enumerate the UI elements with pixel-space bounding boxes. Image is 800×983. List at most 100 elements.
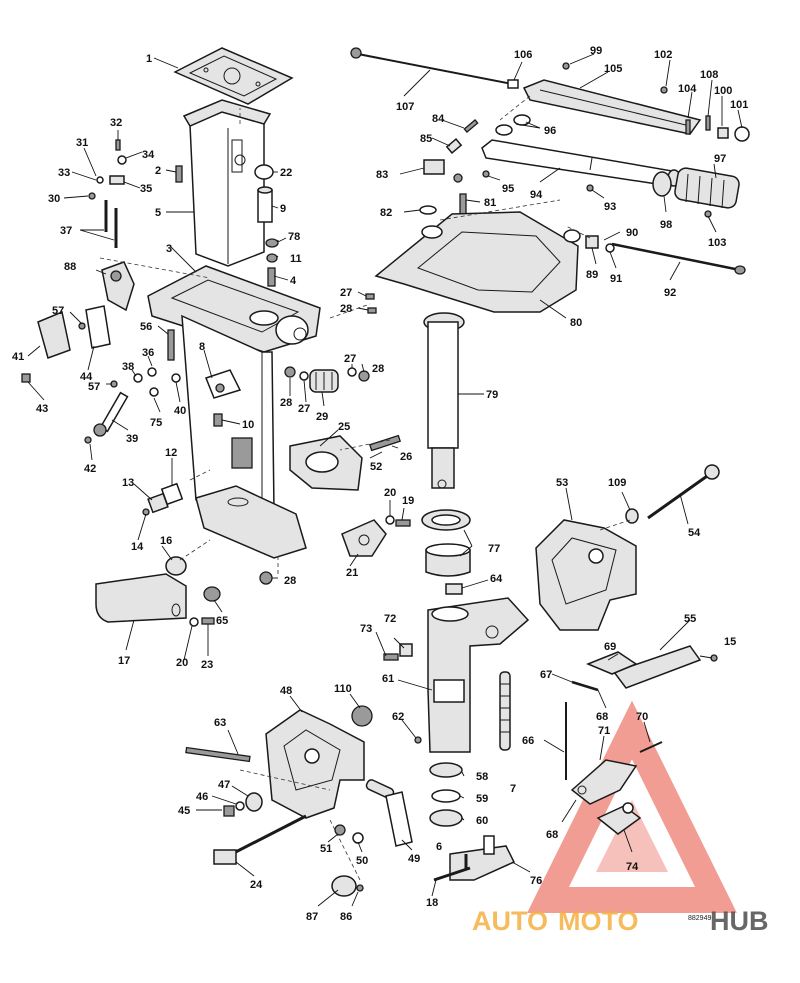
callout-49: 49 <box>408 853 420 865</box>
callout-5: 5 <box>155 207 161 219</box>
callout-53: 53 <box>556 477 568 489</box>
part-40-ring <box>171 373 181 383</box>
part-30-screw <box>88 192 96 200</box>
part-95-screw <box>482 170 490 178</box>
callout-108: 108 <box>700 69 718 81</box>
part-80-swivel-bracket <box>374 211 581 313</box>
part-53-stern-bracket <box>535 519 637 631</box>
callout-40: 40 <box>174 405 186 417</box>
part-47-washer <box>245 792 263 812</box>
callout-104: 104 <box>678 83 697 95</box>
callout-14: 14 <box>131 541 144 553</box>
callout-65: 65 <box>216 615 228 627</box>
part-18-rod <box>433 866 471 882</box>
callout-3: 3 <box>166 243 172 255</box>
callout-23: 23 <box>201 659 213 671</box>
callout-62: 62 <box>392 711 404 723</box>
part-85-spring <box>445 138 463 154</box>
part-93-screw <box>586 184 594 192</box>
part-54-clamp-bolt <box>647 464 720 520</box>
callout-68b: 68 <box>596 711 608 723</box>
callout-83: 83 <box>376 169 388 181</box>
part-97-tiller-grip <box>674 167 740 209</box>
watermark-triangle-inner <box>596 800 668 872</box>
part-42-nut <box>84 436 92 444</box>
part-29-mount <box>309 369 339 393</box>
part-17-cover-plate <box>95 573 187 623</box>
part-4-stud <box>267 267 276 287</box>
part-1-gasket-plate <box>173 47 294 105</box>
callout-15: 15 <box>724 636 736 648</box>
part-83-friction-screw <box>423 159 463 183</box>
part-81-bolt <box>459 193 467 215</box>
callout-52: 52 <box>370 461 382 473</box>
callout-95: 95 <box>502 183 514 195</box>
callout-48: 48 <box>280 685 292 697</box>
part-109-clip <box>625 508 639 524</box>
callout-20b: 20 <box>176 657 188 669</box>
callout-33: 33 <box>58 167 70 179</box>
callout-6: 6 <box>436 841 442 853</box>
callout-68a: 68 <box>546 829 558 841</box>
part-92-tilt-rod <box>611 242 746 275</box>
part-50-washer <box>352 832 364 844</box>
part-79-steering-shaft <box>423 312 465 489</box>
callout-86: 86 <box>340 911 352 923</box>
part-60-bushing <box>429 809 463 827</box>
callout-42: 42 <box>84 463 96 475</box>
callout-56: 56 <box>140 321 152 333</box>
callout-47: 47 <box>218 779 230 791</box>
callout-19: 19 <box>402 495 414 507</box>
diagram-code: 882949 <box>688 915 711 922</box>
callout-60: 60 <box>476 815 488 827</box>
callout-63: 63 <box>214 717 226 729</box>
callout-109: 109 <box>608 477 626 489</box>
part-96-washer-a <box>495 124 513 136</box>
part-77-bushing-set <box>421 509 471 577</box>
callout-58: 58 <box>476 771 488 783</box>
part-69-latch <box>586 651 638 675</box>
part-84-screw <box>463 119 479 133</box>
callout-57a: 57 <box>52 305 64 317</box>
callout-24: 24 <box>250 879 263 891</box>
part-19-screw <box>395 519 411 527</box>
part-51-nut <box>334 824 346 836</box>
watermark-wordmark: AUTO MOTO HUB <box>472 906 769 936</box>
callout-18: 18 <box>426 897 438 909</box>
callout-73: 73 <box>360 623 372 635</box>
callout-38: 38 <box>122 361 134 373</box>
callout-61: 61 <box>382 673 394 685</box>
part-100-clip <box>717 127 729 139</box>
callout-64: 64 <box>490 573 503 585</box>
callout-99: 99 <box>590 45 602 57</box>
callout-55: 55 <box>684 613 696 625</box>
callout-28a: 28 <box>340 303 352 315</box>
part-27-sleeve-c <box>365 293 375 300</box>
callout-67: 67 <box>540 669 552 681</box>
part-7-return-spring <box>499 671 511 751</box>
callout-29: 29 <box>316 411 328 423</box>
part-88-lock-lever <box>101 261 135 312</box>
part-44-lever-plate <box>85 305 111 349</box>
part-36-washer <box>147 367 157 377</box>
part-101-knob <box>734 126 750 142</box>
callout-16: 16 <box>160 535 172 547</box>
callout-12: 12 <box>165 447 177 459</box>
callout-74: 74 <box>626 861 639 873</box>
callout-106: 106 <box>514 49 532 61</box>
part-27-washer-b <box>347 367 357 377</box>
part-22-sleeve <box>254 164 274 180</box>
callout-28d: 28 <box>284 575 296 587</box>
callout-30: 30 <box>48 193 60 205</box>
part-75-washer <box>149 387 159 397</box>
callout-28c: 28 <box>280 397 292 409</box>
callout-54: 54 <box>688 527 701 539</box>
part-23-screw <box>201 617 215 625</box>
callout-105: 105 <box>604 63 622 75</box>
part-55-friction-plate <box>612 645 702 689</box>
part-59-o-ring <box>431 789 461 803</box>
watermark-triangle <box>527 700 737 913</box>
part-26-bolt <box>368 434 402 452</box>
callout-22: 22 <box>280 167 292 179</box>
part-104-pin <box>685 119 691 135</box>
